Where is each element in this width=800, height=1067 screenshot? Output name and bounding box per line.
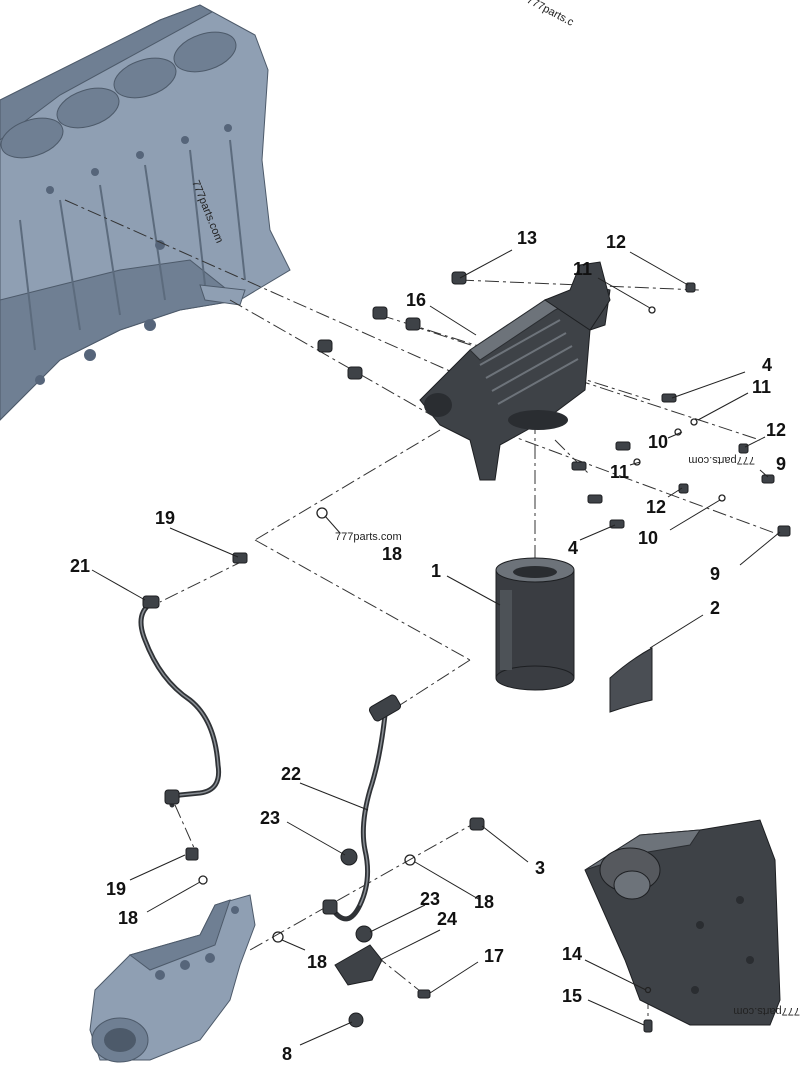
callout-15: 15 (562, 986, 582, 1006)
callout-11: 11 (610, 462, 629, 482)
callout-10: 10 (638, 528, 658, 548)
callout-4: 4 (568, 538, 578, 558)
callout-17: 17 (484, 946, 504, 966)
callout-18: 18 (307, 952, 327, 972)
callout-14: 14 (562, 944, 582, 964)
callout-10: 10 (648, 432, 668, 452)
callout-9: 9 (776, 454, 786, 474)
callout-13: 13 (517, 228, 537, 248)
filter-shield (609, 647, 653, 713)
callout-11: 11 (752, 377, 771, 397)
callout-12: 12 (606, 232, 626, 252)
fuel-line-22 (322, 694, 402, 922)
callout-19: 19 (155, 508, 175, 528)
callout-19: 19 (106, 879, 126, 899)
callout-18: 18 (382, 544, 402, 564)
fuel-filter (495, 557, 575, 691)
fuel-pump (89, 894, 256, 1063)
callout-4: 4 (762, 355, 772, 375)
callout-18: 18 (118, 908, 138, 928)
callout-9: 9 (710, 564, 720, 584)
callout-1: 1 (431, 561, 441, 581)
callout-23: 23 (260, 808, 280, 828)
callout-8: 8 (282, 1044, 292, 1064)
leader-lines (91, 249, 781, 1046)
callout-12: 12 (646, 497, 666, 517)
watermark: 777parts.c (525, 0, 576, 29)
callout-23: 23 (420, 889, 440, 909)
filter-head (419, 261, 611, 481)
fittings (316, 271, 791, 537)
fitting-13 (451, 271, 467, 285)
watermark: 777parts.com (688, 454, 755, 466)
callout-12: 12 (766, 420, 786, 440)
callout-22: 22 (281, 764, 301, 784)
callout-3: 3 (535, 858, 545, 878)
callout-16: 16 (406, 290, 426, 310)
callout-18: 18 (474, 892, 494, 912)
lower-fittings (185, 552, 485, 1028)
gear-housing (584, 819, 781, 1033)
fuel-line-21 (138, 595, 222, 808)
callout-2: 2 (710, 598, 720, 618)
watermark: 777parts.com (335, 531, 402, 543)
callout-24: 24 (437, 909, 457, 929)
callouts: 13 12 11 16 4 11 12 10 9 11 12 19 21 18 … (70, 228, 786, 1064)
callout-11: 11 (573, 259, 592, 279)
engine-block (0, 4, 291, 421)
callout-21: 21 (70, 556, 90, 576)
watermark: 777parts.com (733, 1005, 800, 1017)
